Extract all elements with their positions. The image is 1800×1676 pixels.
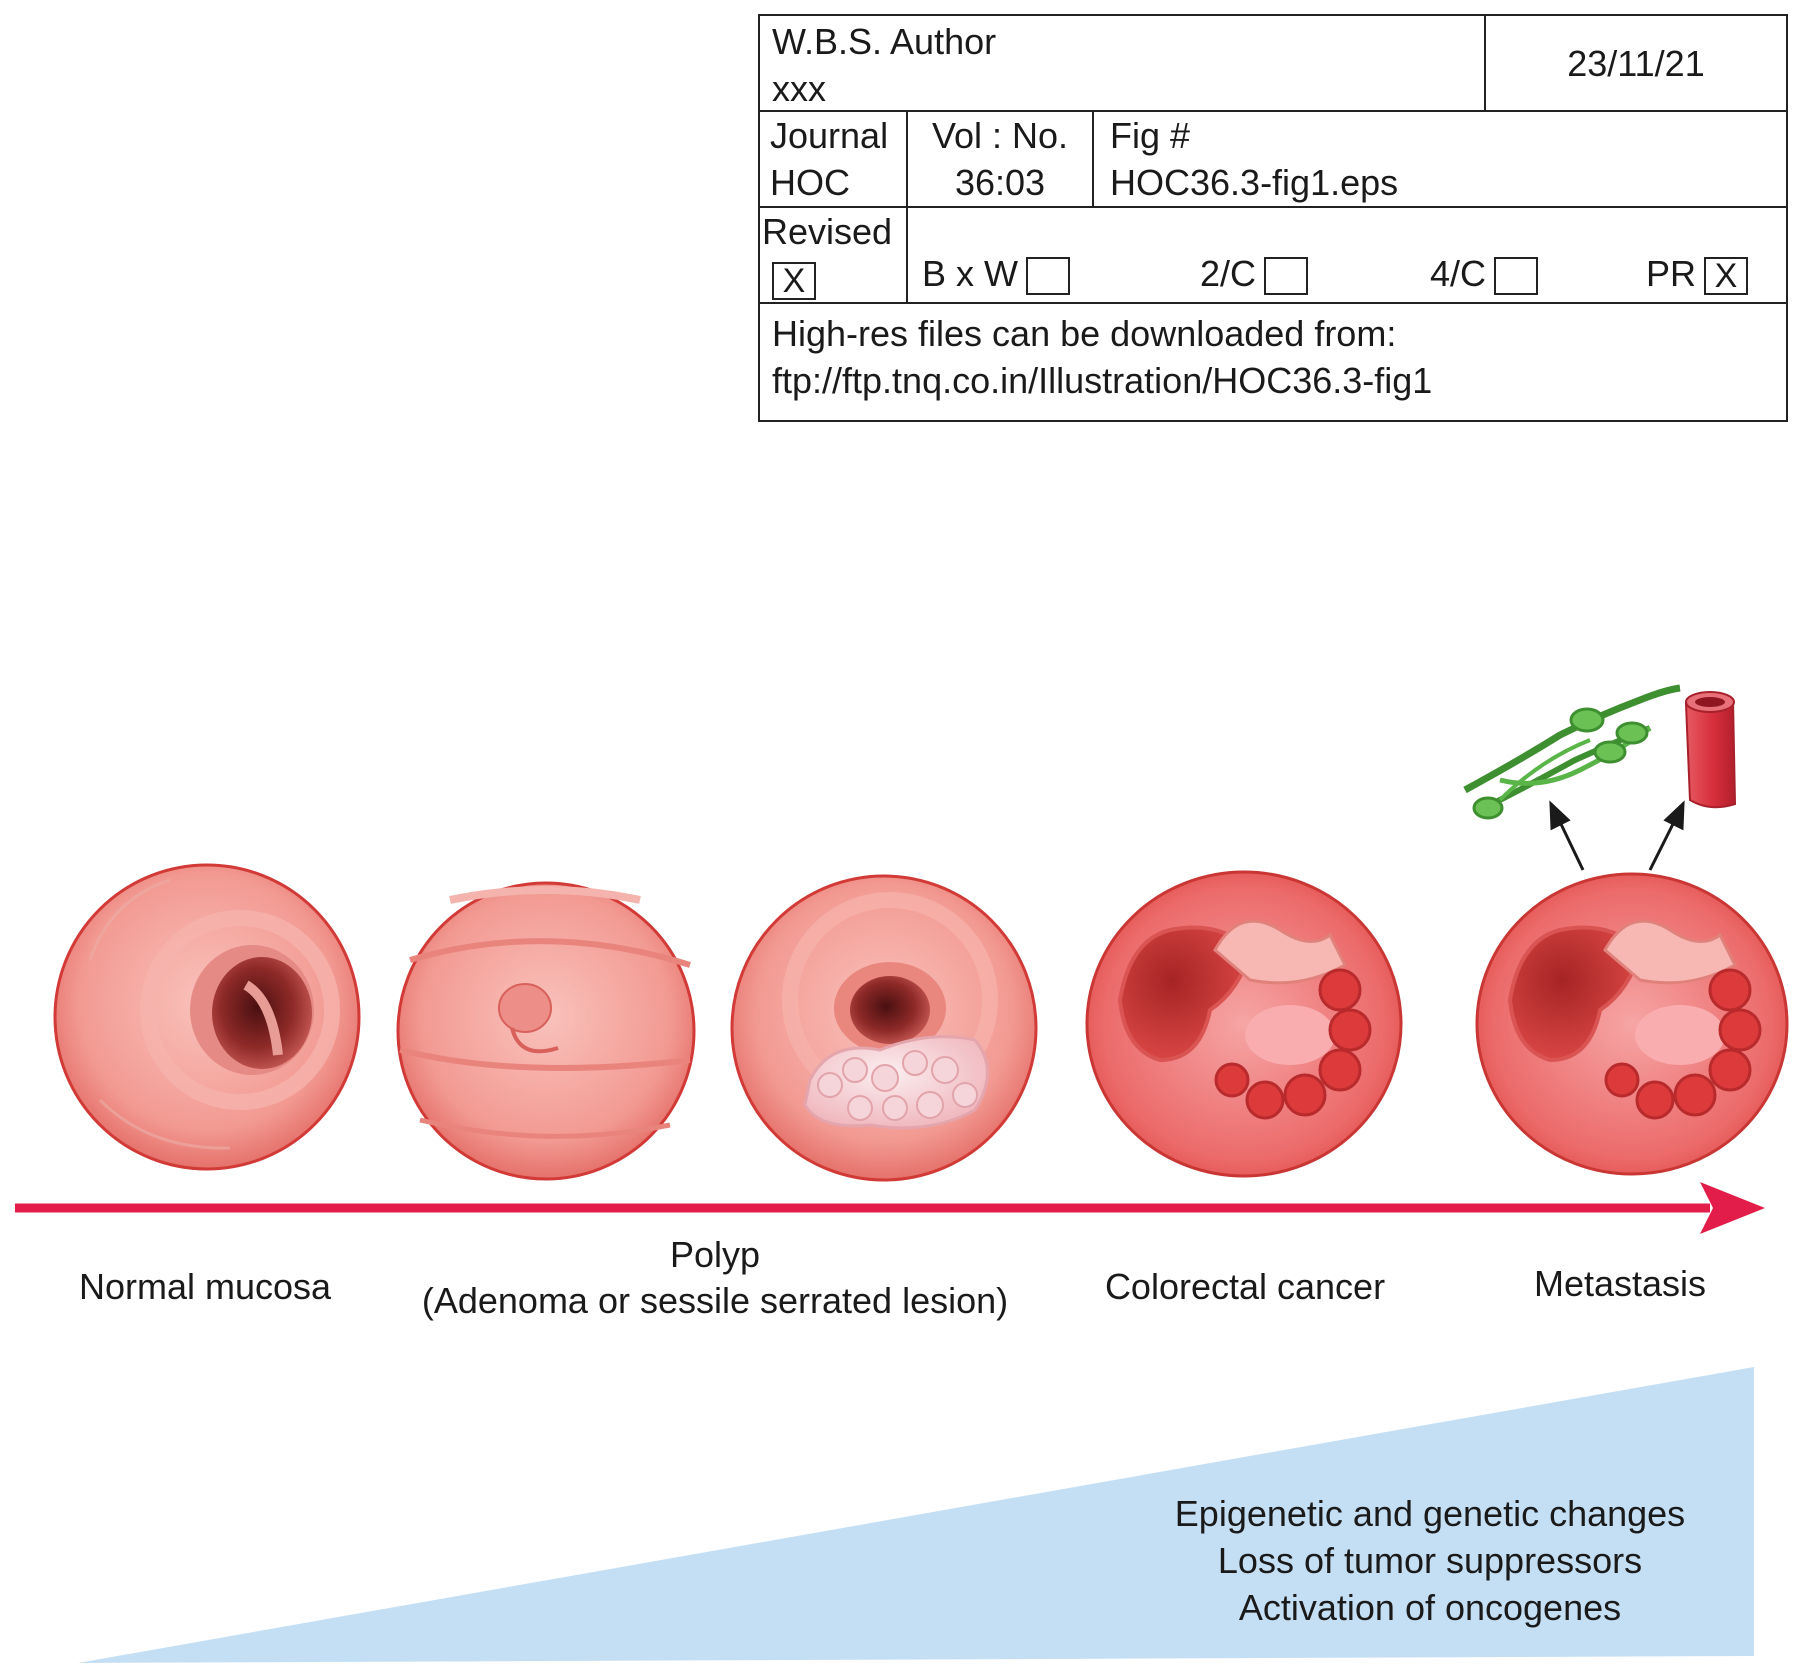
- revised-label: Revised: [762, 211, 893, 252]
- changes-line3: Activation of oncogenes: [1238, 1587, 1622, 1628]
- metastasis-illustration: [1475, 872, 1789, 1176]
- stage-label-metastasis: Metastasis: [1470, 1261, 1770, 1307]
- stage-label-cancer: Colorectal cancer: [1070, 1264, 1420, 1310]
- stage-label-normal: Normal mucosa: [40, 1264, 370, 1310]
- volno-value: 36:03: [954, 162, 1046, 203]
- twoc-label: 2/C: [1200, 253, 1257, 294]
- revised-cell: Revised X: [760, 208, 908, 302]
- info-row-journal: Journal HOC Vol : No. 36:03 Fig # HOC36.…: [760, 112, 1786, 208]
- fourc-option: 4/C: [1430, 250, 1539, 297]
- info-row-author: W.B.S. Author xxx 23/11/21: [760, 16, 1786, 112]
- figure-info-box: W.B.S. Author xxx 23/11/21 Journal HOC V…: [758, 14, 1788, 422]
- pr-label: PR: [1646, 253, 1697, 294]
- progression-arrow: [15, 1182, 1765, 1234]
- author-label: W.B.S. Author: [772, 21, 997, 62]
- stage-label-polyp-subtitle: (Adenoma or sessile serrated lesion): [421, 1280, 1009, 1321]
- fig-cell: Fig # HOC36.3-fig1.eps: [1094, 112, 1786, 206]
- fig-label: Fig #: [1110, 115, 1191, 156]
- journal-cell: Journal HOC: [760, 112, 908, 206]
- bxw-option: B x W: [922, 250, 1070, 297]
- arrow-to-lymph: [1558, 821, 1585, 871]
- twoc-option: 2/C: [1200, 250, 1309, 297]
- colorectal-cancer-illustration: [1085, 870, 1403, 1178]
- changes-line1: Epigenetic and genetic changes: [1174, 1493, 1686, 1534]
- changes-line2: Loss of tumor suppressors: [1217, 1540, 1643, 1581]
- lymphatic-vessel-icon: [1463, 684, 1681, 820]
- stage-label-normal-text: Normal mucosa: [78, 1266, 332, 1307]
- polyp-illustration: [396, 881, 696, 1181]
- author-value: xxx: [772, 68, 826, 109]
- stage-label-metastasis-text: Metastasis: [1533, 1263, 1707, 1304]
- bxw-checkbox[interactable]: [1026, 257, 1070, 296]
- bxw-label: B x W: [922, 253, 1018, 294]
- molecular-changes-text: Epigenetic and genetic changes Loss of t…: [1110, 1490, 1750, 1631]
- date-value: 23/11/21: [1567, 43, 1705, 84]
- blood-vessel-icon: [1684, 691, 1737, 809]
- stage-label-polyp-title: Polyp: [669, 1234, 761, 1275]
- metastasis-arrows: [1549, 800, 1685, 871]
- twoc-checkbox[interactable]: [1264, 257, 1309, 296]
- stage-label-polyp: Polyp (Adenoma or sessile serrated lesio…: [390, 1232, 1040, 1324]
- normal-mucosa-illustration: [53, 863, 361, 1171]
- revised-checkbox[interactable]: X: [772, 262, 816, 301]
- fig-value: HOC36.3-fig1.eps: [1110, 162, 1399, 203]
- info-row-download: High-res files can be downloaded from: f…: [760, 304, 1786, 422]
- changes-wedge: [78, 1367, 1754, 1663]
- volno-cell: Vol : No. 36:03: [908, 112, 1094, 206]
- author-cell: W.B.S. Author xxx: [760, 16, 1486, 110]
- stage-label-cancer-text: Colorectal cancer: [1104, 1266, 1386, 1307]
- date-cell: 23/11/21: [1486, 16, 1786, 110]
- journal-value: HOC: [770, 162, 850, 203]
- fourc-checkbox[interactable]: [1494, 257, 1539, 296]
- journal-label: Journal: [770, 115, 889, 156]
- adenoma-illustration: [730, 874, 1038, 1182]
- volno-label: Vol : No.: [931, 115, 1069, 156]
- pr-checkbox[interactable]: X: [1704, 257, 1749, 296]
- arrow-to-vessel: [1648, 821, 1676, 871]
- fourc-label: 4/C: [1430, 253, 1487, 294]
- download-link[interactable]: ftp://ftp.tnq.co.in/Illustration/HOC36.3…: [772, 360, 1433, 401]
- download-line1: High-res files can be downloaded from:: [772, 313, 1397, 354]
